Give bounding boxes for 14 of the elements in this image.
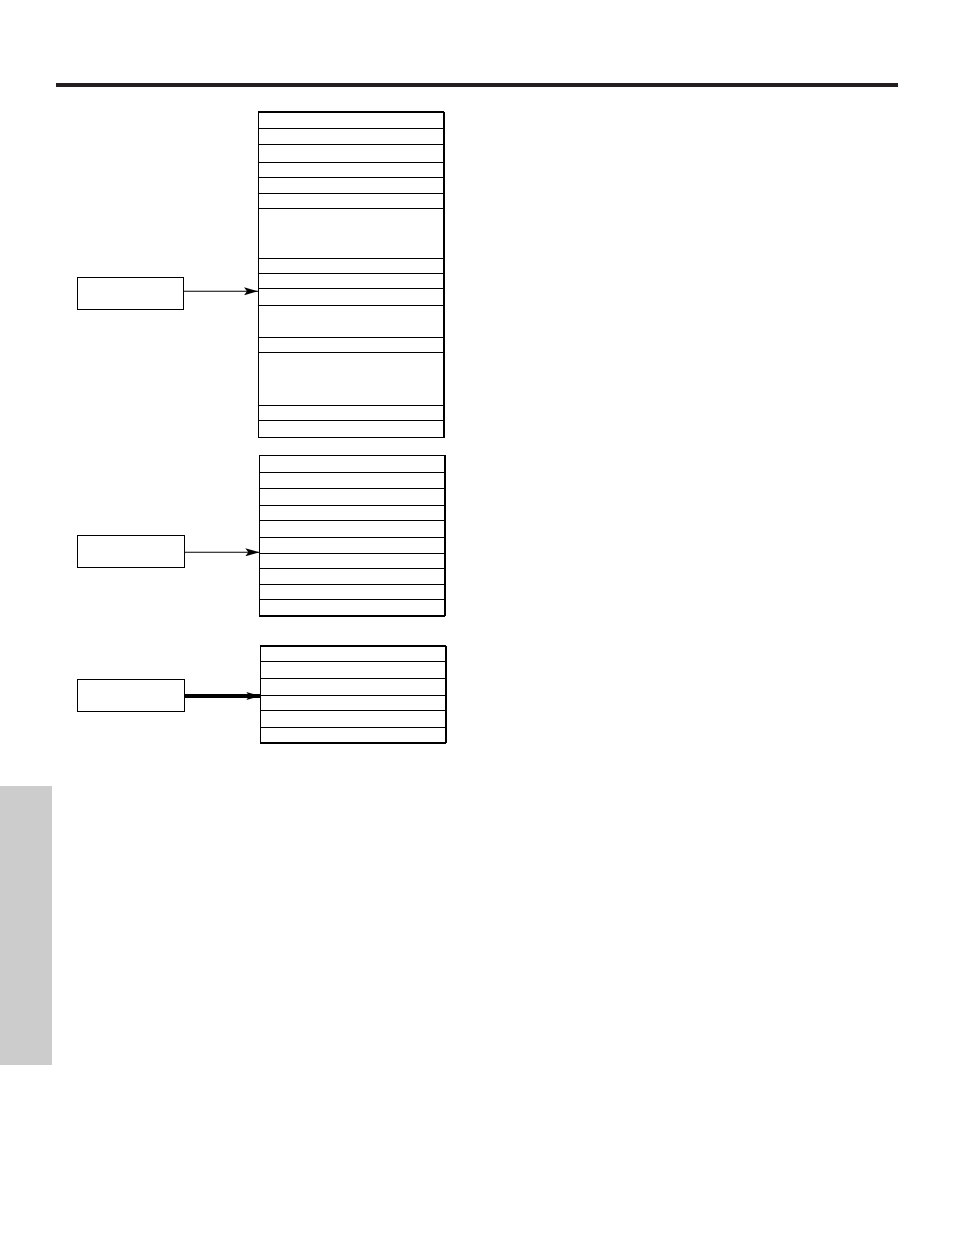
row-list-panel <box>260 645 447 744</box>
arrow <box>183 548 260 557</box>
list-row <box>259 645 447 662</box>
list-row <box>258 598 446 617</box>
side-tab <box>0 786 52 1065</box>
row-list-panel <box>259 455 446 617</box>
list-row <box>259 726 447 744</box>
list-row <box>257 111 444 129</box>
empty-label-box <box>77 535 185 568</box>
empty-label-box <box>77 679 185 712</box>
arrow <box>183 287 259 296</box>
row-list-panel <box>258 111 445 438</box>
arrow <box>184 692 261 700</box>
empty-label-box <box>77 277 184 310</box>
